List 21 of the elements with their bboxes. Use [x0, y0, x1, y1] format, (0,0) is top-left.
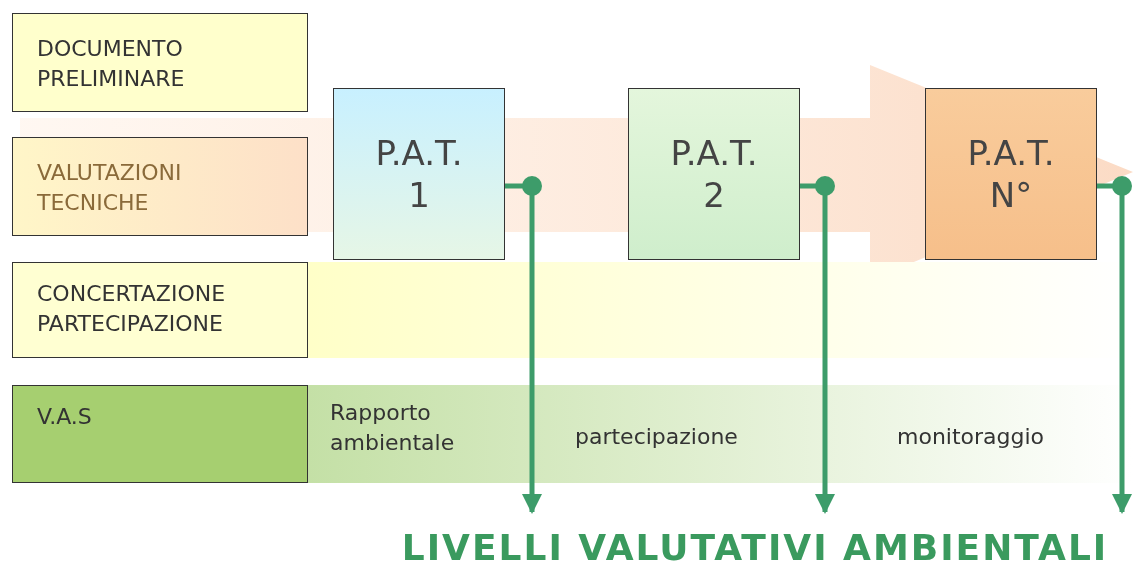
node-text: P.A.T. 2 — [669, 132, 759, 216]
phase-box — [12, 137, 308, 236]
band-label: Rapporto ambientale — [330, 399, 456, 457]
node-text: DOCUMENTO PRELIMINARE — [37, 35, 186, 93]
node-text: P.A.T. 1 — [374, 132, 464, 216]
node-text: VALUTAZIONI TECNICHE — [37, 159, 183, 217]
band-label: partecipazione — [575, 423, 738, 451]
phase-box — [12, 262, 308, 358]
phase-box — [12, 13, 308, 112]
arrow — [800, 176, 835, 514]
node-text: LIVELLI VALUTATIVI AMBIENTALI — [401, 526, 1109, 570]
plan-box — [925, 88, 1097, 260]
plan-box — [333, 88, 505, 260]
node-text: P.A.T. N° — [966, 132, 1056, 216]
node-text: V.A.S — [37, 403, 92, 431]
plan-box — [628, 88, 800, 260]
arrow — [1097, 176, 1132, 514]
phase-box — [12, 385, 308, 483]
arrow — [505, 176, 542, 514]
node-text: CONCERTAZIONE PARTECIPAZIONE — [37, 280, 227, 338]
band-label: monitoraggio — [897, 423, 1045, 451]
